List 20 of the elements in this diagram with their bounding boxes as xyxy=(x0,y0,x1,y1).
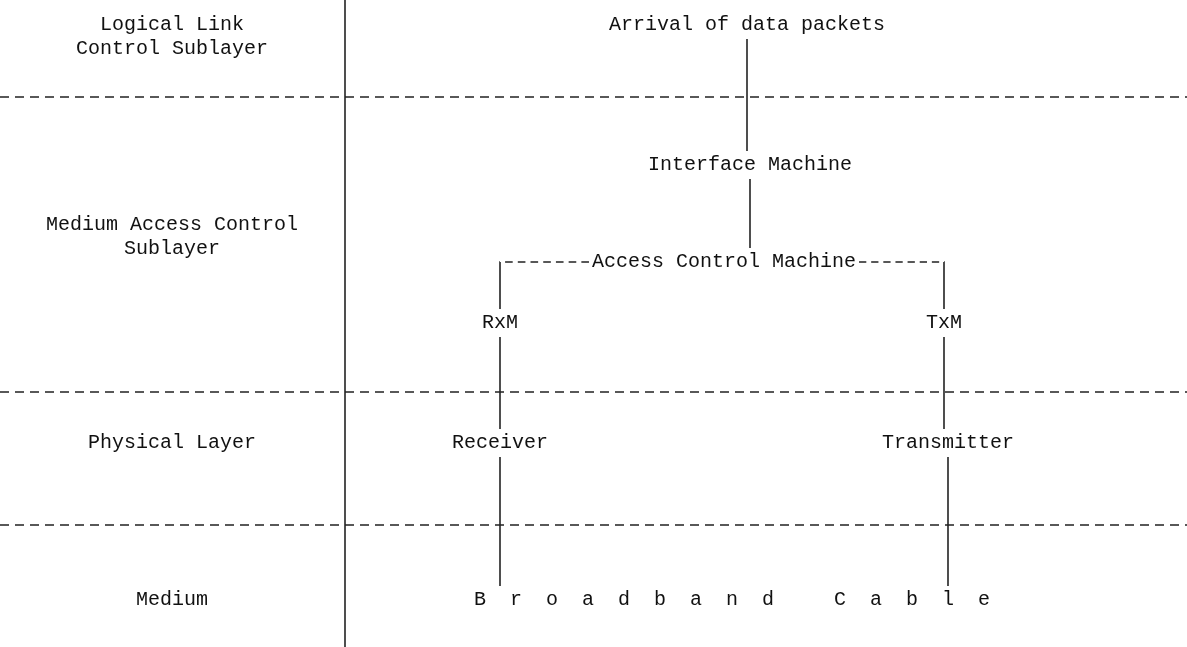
connector-line xyxy=(746,38,748,152)
connector-line xyxy=(943,336,945,430)
connector-line xyxy=(858,261,945,310)
connector-line xyxy=(947,456,949,587)
component-label: RxM xyxy=(479,309,521,337)
connector-line xyxy=(499,261,590,310)
connector-line xyxy=(499,336,501,430)
component-label: TxM xyxy=(923,309,965,337)
layer-name: Physical Layer xyxy=(87,431,257,455)
component-label: Transmitter xyxy=(879,429,1017,457)
component-label: Receiver xyxy=(449,429,551,457)
layer-name: Medium xyxy=(135,588,209,612)
layer-name: Logical Link Control Sublayer xyxy=(75,13,269,61)
component-label: Arrival of data packets xyxy=(606,11,888,39)
component-label: Interface Machine xyxy=(645,151,855,179)
component-label: Access Control Machine xyxy=(589,248,859,276)
layer-name: Medium Access Control Sublayer xyxy=(44,213,299,261)
component-label: Broadband Cable xyxy=(471,586,1017,614)
connector-line xyxy=(749,178,751,249)
connector-line xyxy=(499,456,501,587)
